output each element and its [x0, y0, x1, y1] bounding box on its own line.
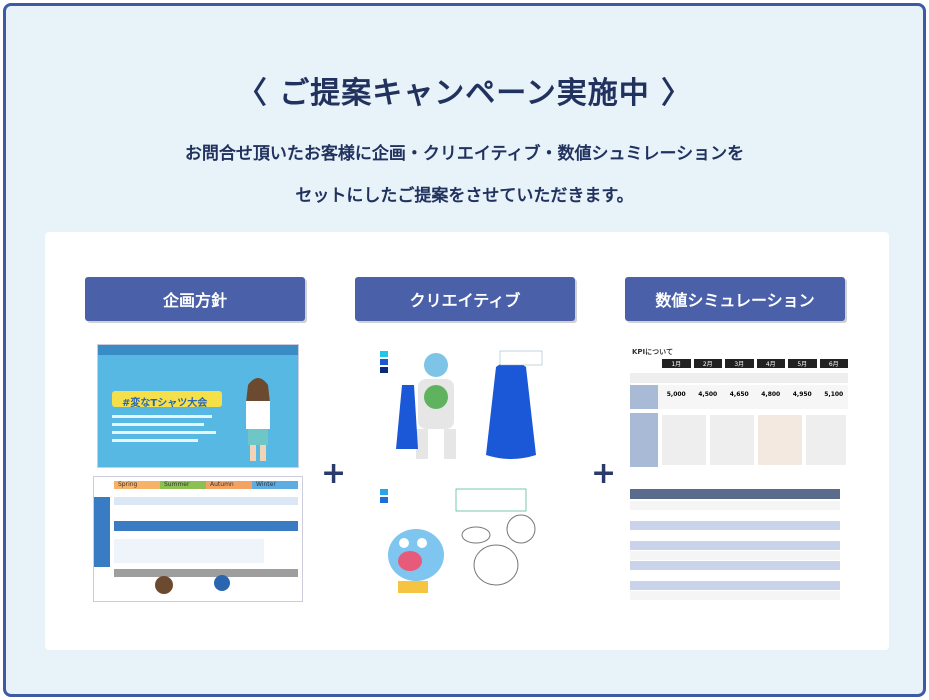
planning-thumbnail-1: #変なTシャツ大会: [97, 344, 299, 468]
kpi-month-row: 1月 2月 3月 4月 5月 6月: [662, 359, 848, 368]
kpi-value: 4,950: [792, 391, 812, 398]
kpi-table-illustration: [630, 373, 848, 467]
header-simulation: 数値シミュレーション: [625, 277, 845, 321]
kpi-thumbnail-2: [629, 488, 841, 602]
simulation-table-illustration: [630, 489, 840, 600]
planning-timeline-illustration: [94, 481, 298, 594]
kpi-month: 3月: [725, 359, 754, 368]
kpi-heading: KPIについて: [632, 348, 673, 356]
creative-thumbnail-1: [375, 344, 547, 468]
creative-thumbnail-2: [375, 484, 547, 602]
character-sketch-illustration: [380, 488, 536, 593]
kpi-month: 1月: [662, 359, 691, 368]
kpi-value: 4,800: [761, 391, 781, 398]
kpi-month: 2月: [693, 359, 722, 368]
kpi-thumbnail-1: KPIについて 1月 2月 3月 4月 5月 6月 5,000: [629, 344, 849, 470]
kpi-value-row: 5,000 4,500 4,650 4,800 4,950 5,100: [662, 391, 848, 398]
mascot-costume-illustration: [380, 350, 543, 459]
header-creative: クリエイティブ: [355, 277, 575, 321]
header-planning: 企画方針: [85, 277, 305, 321]
kpi-month: 4月: [756, 359, 785, 368]
subtitle-line-2: セットにしたご提案をさせていただきます。: [295, 186, 634, 206]
planning-thumbnail-2: Spring Summer Autumn Winter: [93, 476, 303, 602]
proposal-panel: 企画方針 クリエイティブ 数値シミュレーション + + #変なTシャツ大会: [45, 232, 889, 650]
planning-banner-illustration: [98, 345, 298, 461]
kpi-value: 4,500: [698, 391, 718, 398]
season-autumn: Autumn: [210, 481, 234, 488]
kpi-month: 5月: [788, 359, 817, 368]
campaign-frame: 〈 ご提案キャンペーン実施中 〉 お問合せ頂いたお客様に企画・クリエイティブ・数…: [3, 3, 926, 697]
kpi-value: 4,650: [729, 391, 749, 398]
kpi-value: 5,000: [666, 391, 686, 398]
subtitle-line-1: お問合せ頂いたお客様に企画・クリエイティブ・数値シュミレーションを: [184, 144, 745, 164]
kpi-month: 6月: [819, 359, 848, 368]
season-winter: Winter: [256, 481, 276, 488]
plus-sign-1: +: [321, 456, 347, 491]
planning-banner-text: #変なTシャツ大会: [122, 398, 208, 409]
season-spring: Spring: [118, 481, 138, 488]
page-title: 〈 ご提案キャンペーン実施中 〉: [236, 76, 693, 111]
plus-sign-2: +: [591, 456, 617, 491]
kpi-value: 5,100: [824, 391, 844, 398]
season-summer: Summer: [164, 481, 190, 488]
